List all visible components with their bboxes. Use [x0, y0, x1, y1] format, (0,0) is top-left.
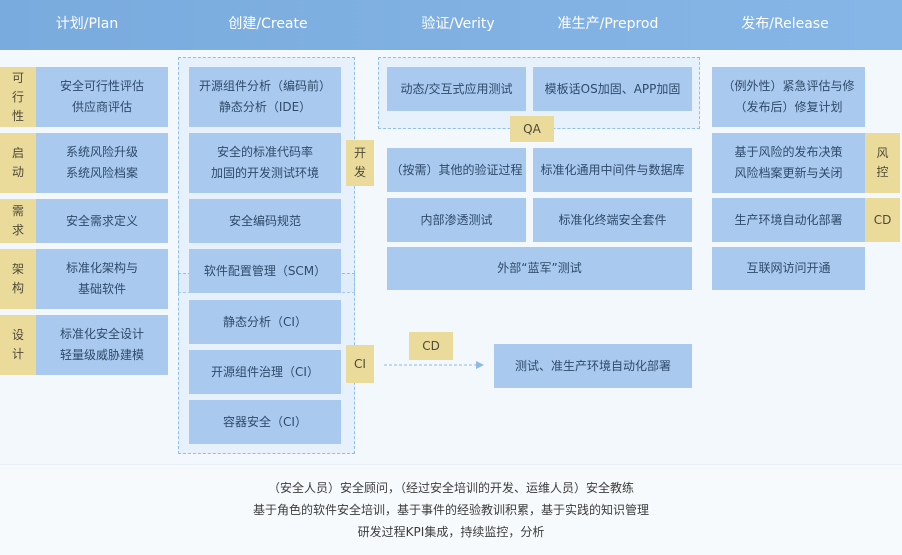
footer-line-roles: （安全人员）安全顾问，（经过安全培训的开发、运维人员）安全教练 [267, 481, 634, 495]
release-risk-decision-box: 基于风险的发布决策风险档案更新与关闭 [712, 133, 865, 193]
plan-requirements-box: 安全需求定义 [36, 199, 168, 243]
create-ci-static-analysis-box: 静态分析（CI） [189, 300, 341, 344]
header-preprod: 准生产/Preprod [557, 16, 659, 32]
plan-architecture-box: 标准化架构与基础软件 [36, 249, 168, 309]
release-emergency-eval-box: （例外性）紧急评估与修（发布后）修复计划 [712, 67, 865, 127]
create-coding-standard-box: 安全编码规范 [189, 199, 341, 243]
footer-line-kpi: 研发过程KPI集成，持续监控，分析 [357, 525, 545, 539]
create-secure-code-box: 安全的标准代码率加固的开发测试环境 [189, 133, 341, 193]
phase-header-bar: 计划/Plan 创建/Create 验证/Verity 准生产/Preprod … [0, 0, 902, 50]
release-internet-access-box: 互联网访问开通 [712, 247, 865, 290]
plan-tag-architecture: 架构 [0, 249, 36, 309]
create-ci-open-source-box: 开源组件治理（CI） [189, 350, 341, 394]
cd-tag-release: CD [865, 198, 900, 242]
verify-internal-pentest-box: 内部渗透测试 [387, 198, 526, 242]
plan-tag-requirements: 需求 [0, 199, 36, 243]
create-scm-box: 软件配置管理（SCM） [189, 249, 341, 293]
verify-endpoint-suite-box: 标准化终端安全套件 [533, 198, 692, 242]
header-plan: 计划/Plan [55, 16, 119, 32]
plan-tag-kickoff: 启动 [0, 133, 36, 193]
header-verify: 验证/Verity [421, 16, 495, 32]
verify-dast-iast-box: 动态/交互式应用测试 [387, 67, 526, 111]
plan-kickoff-box: 系统风险升级系统风险档案 [36, 133, 168, 193]
plan-tag-design: 设计 [0, 315, 36, 375]
release-prod-deploy-box: 生产环境自动化部署 [712, 198, 865, 242]
verify-other-process-box: （按需）其他的验证过程 [387, 148, 526, 192]
verify-middleware-db-box: 标准化通用中间件与数据库 [533, 148, 692, 192]
preprod-auto-deploy-box: 测试、准生产环境自动化部署 [494, 344, 692, 388]
create-ci-container-box: 容器安全（CI） [189, 400, 341, 444]
dev-tag: 开发 [346, 140, 374, 186]
footer-panel [0, 464, 902, 555]
plan-tag-feasibility: 可行性 [0, 67, 36, 127]
ci-tag: CI [346, 345, 374, 383]
create-open-source-analysis-box: 开源组件分析（编码前）静态分析（IDE） [189, 67, 341, 127]
plan-feasibility-box: 安全可行性评估供应商评估 [36, 67, 168, 127]
cd-tag-verify: CD [409, 332, 453, 360]
verify-blue-team-box: 外部“蓝军”测试 [387, 247, 692, 290]
plan-design-box: 标准化安全设计轻量级威胁建模 [36, 315, 168, 375]
verify-os-app-hardening-box: 模板话OS加固、APP加固 [533, 67, 692, 111]
qa-tag: QA [510, 116, 554, 142]
risk-control-tag: 风控 [865, 133, 900, 193]
header-release: 发布/Release [741, 16, 829, 32]
cd-arrow [384, 361, 484, 369]
footer-line-training: 基于角色的软件安全培训，基于事件的经验教训积累，基于实践的知识管理 [252, 503, 649, 517]
header-create: 创建/Create [228, 16, 308, 32]
